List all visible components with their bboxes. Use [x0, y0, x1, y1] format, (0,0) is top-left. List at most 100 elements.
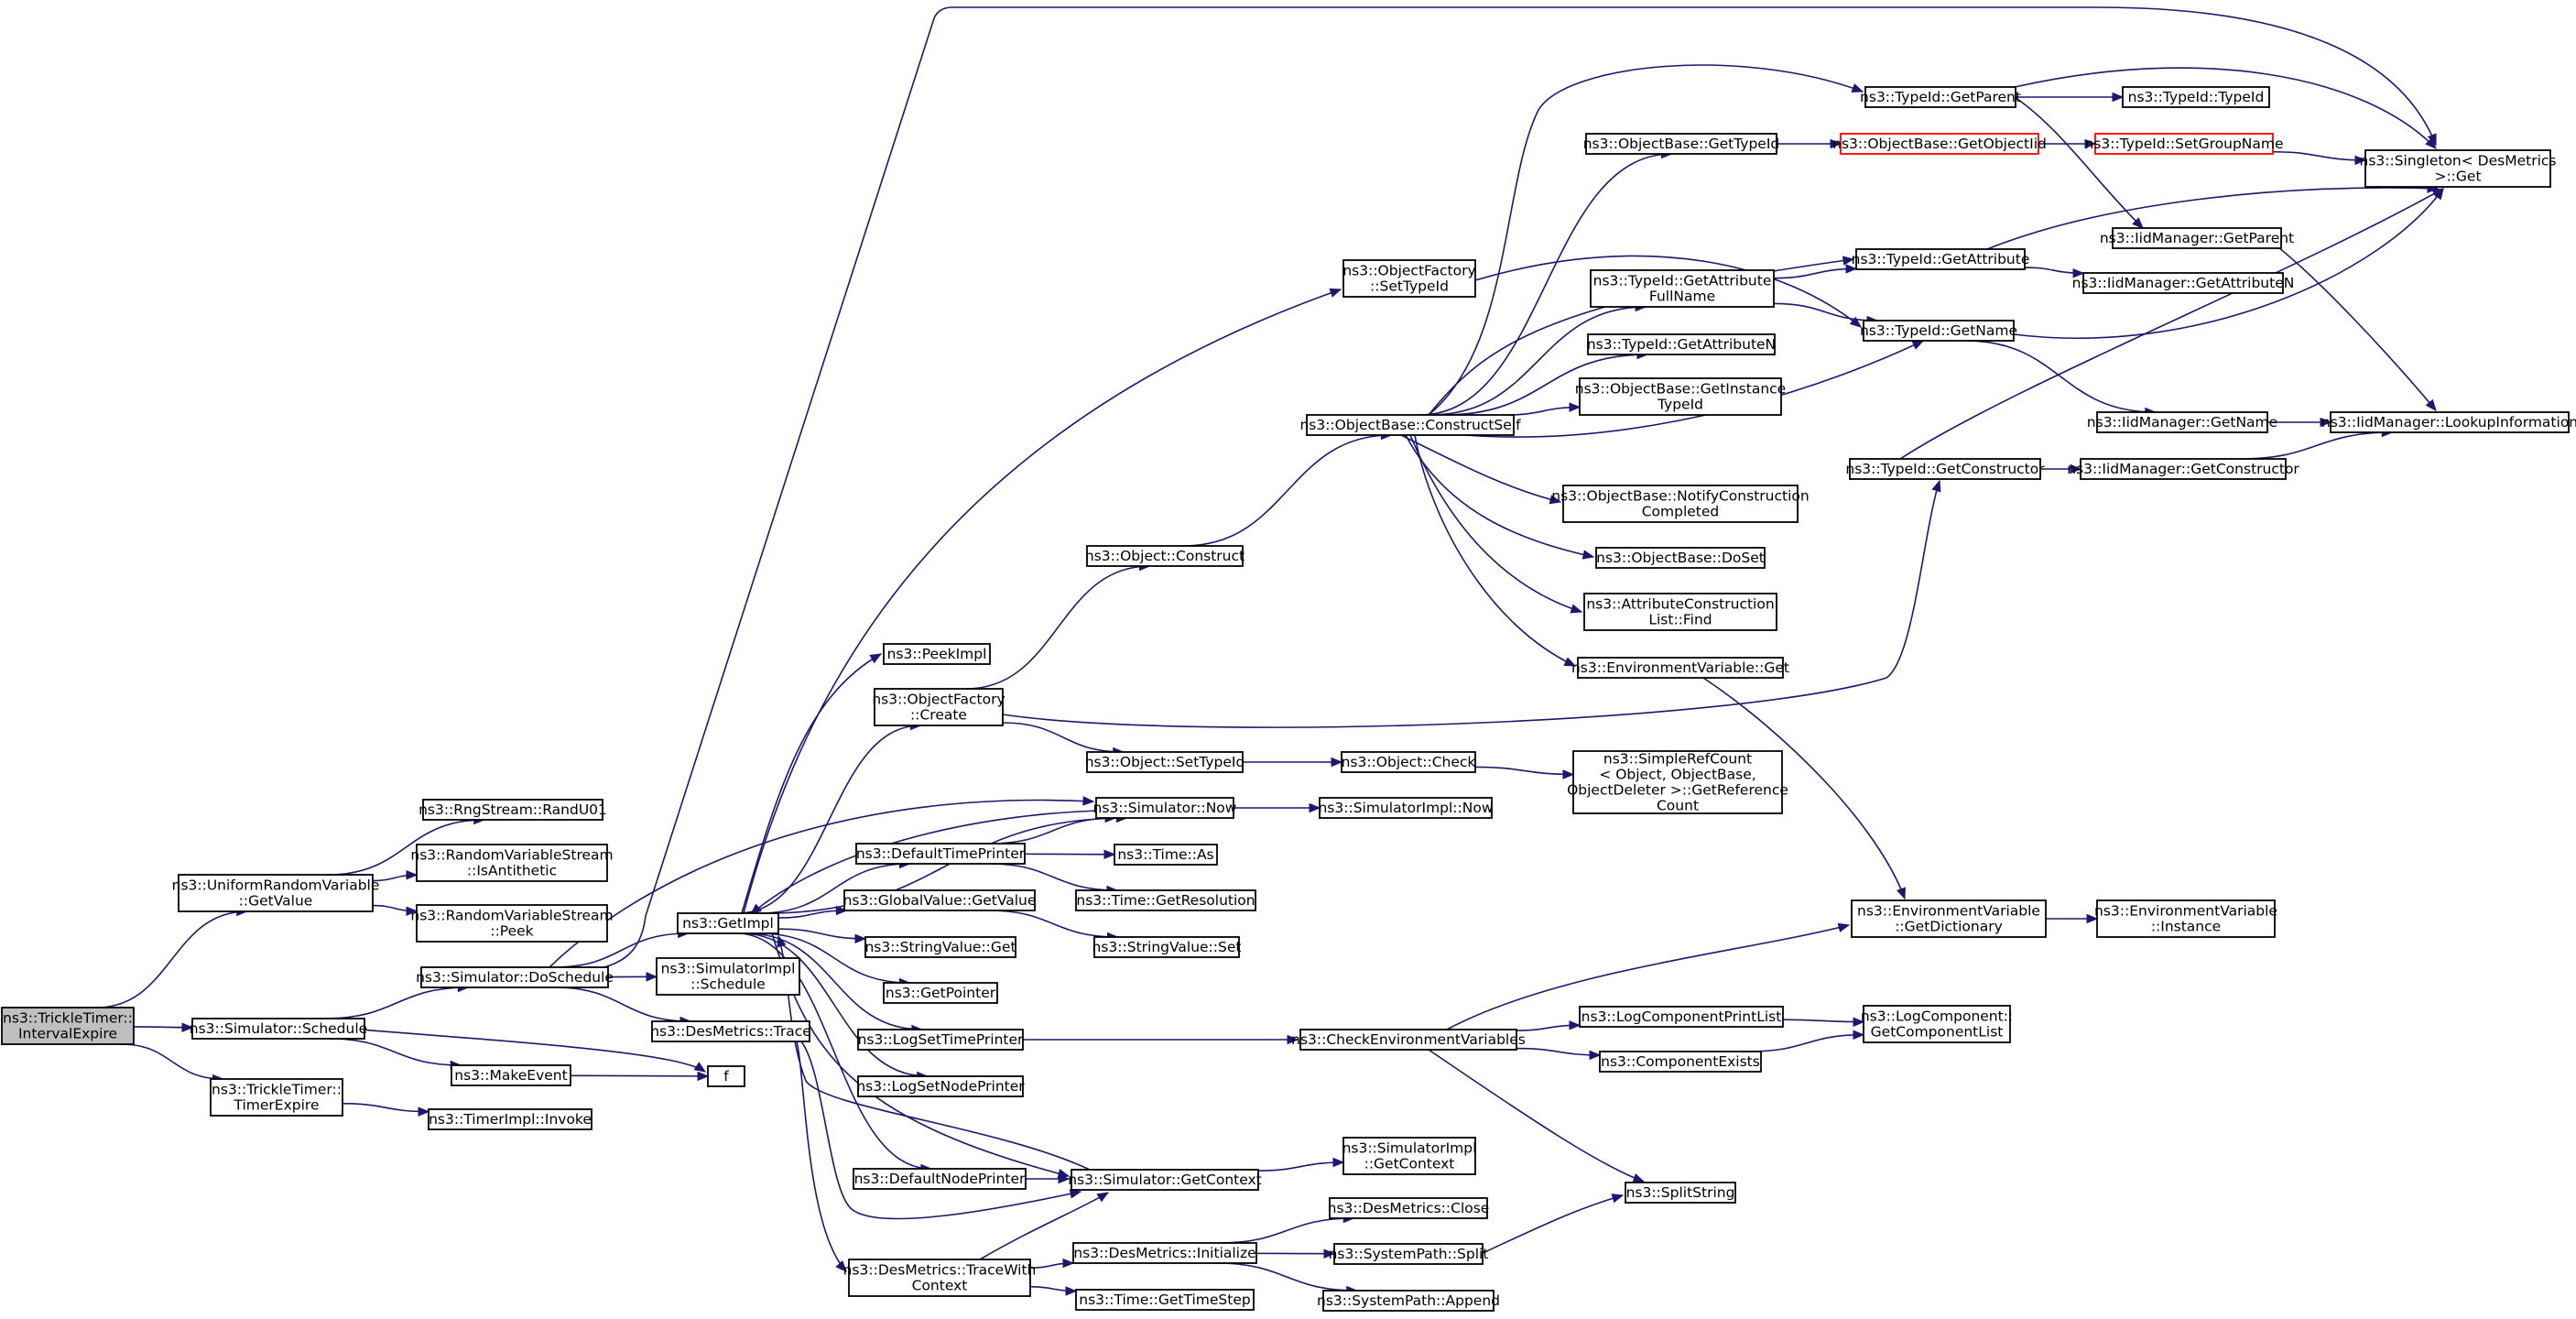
node-box[interactable] [1333, 1243, 1484, 1265]
node-urv-getvalue[interactable]: ns3::UniformRandomVariable::GetValue [172, 874, 380, 912]
node-box[interactable] [1840, 133, 2039, 155]
node-box[interactable] [855, 843, 1026, 865]
node-box[interactable] [1075, 889, 1256, 911]
node-box[interactable] [2082, 272, 2284, 294]
node-typeid-typeid[interactable]: ns3::TypeId::TypeId [2122, 86, 2270, 108]
node-getpointer[interactable]: ns3::GetPointer [883, 982, 998, 1004]
node-makeevent[interactable]: ns3::MakeEvent [451, 1064, 571, 1086]
node-iidmanager-getattributen[interactable]: ns3::IidManager::GetAttributeN [2072, 272, 2295, 294]
node-box[interactable] [420, 966, 609, 988]
node-sim-now[interactable]: ns3::Simulator::Now [1093, 797, 1237, 819]
node-box[interactable] [210, 1078, 343, 1117]
node-singleton-get[interactable]: ns3::Singleton< DesMetrics>::Get [2360, 149, 2557, 188]
node-box[interactable] [1071, 1169, 1259, 1191]
node-box[interactable] [1849, 458, 2041, 480]
node-box[interactable] [1086, 751, 1244, 773]
node-simimpl-schedule[interactable]: ns3::SimulatorImpl::Schedule [656, 957, 800, 996]
node-rvs-peek[interactable]: ns3::RandomVariableStream::Peek [410, 904, 614, 943]
node-logsettimeprinter[interactable]: ns3::LogSetTimePrinter [857, 1029, 1024, 1051]
node-box[interactable] [1585, 133, 1777, 155]
node-box[interactable] [191, 1018, 365, 1040]
node-simimpl-now[interactable]: ns3::SimulatorImpl::Now [1318, 797, 1494, 819]
node-box[interactable] [2096, 411, 2268, 433]
node-box[interactable] [1329, 1197, 1488, 1219]
node-objfactory-create[interactable]: ns3::ObjectFactory::Create [872, 688, 1005, 726]
node-objectbase-notifyconstruction[interactable]: ns3::ObjectBase::NotifyConstructionCompl… [1551, 485, 1810, 523]
node-box[interactable] [1572, 750, 1783, 814]
node-envvar-instance[interactable]: ns3::EnvironmentVariable::Instance [2094, 899, 2277, 938]
node-box[interactable] [1342, 259, 1476, 298]
node-envvar-getdictionary[interactable]: ns3::EnvironmentVariable::GetDictionary [1851, 899, 2047, 938]
node-box[interactable] [1086, 545, 1244, 567]
node-sim-getcontext[interactable]: ns3::Simulator::GetContext [1068, 1169, 1262, 1191]
node-box[interactable] [1093, 936, 1240, 958]
node-envvar-get[interactable]: ns3::EnvironmentVariable::Get [1571, 657, 1789, 679]
node-systempath-append[interactable]: ns3::SystemPath::Append [1317, 1290, 1500, 1312]
node-box[interactable] [1579, 1006, 1784, 1028]
node-iidmanager-lookupinformation[interactable]: ns3::IidManager::LookupInformation [2321, 411, 2576, 433]
node-box[interactable] [1341, 751, 1476, 773]
node-logsetnodeprinter[interactable]: ns3::LogSetNodePrinter [856, 1075, 1025, 1097]
node-objectbase-doset[interactable]: ns3::ObjectBase::DoSet [1595, 547, 1766, 569]
node-typeid-getattributen[interactable]: ns3::TypeId::GetAttributeN [1587, 333, 1776, 355]
node-splitstring[interactable]: ns3::SplitString [1625, 1182, 1736, 1204]
node-sim-doschedule[interactable]: ns3::Simulator::DoSchedule [416, 966, 614, 988]
node-box[interactable] [1595, 547, 1766, 569]
node-box[interactable] [1577, 657, 1784, 679]
node-box[interactable] [883, 982, 998, 1004]
node-objectbase-constructself[interactable]: ns3::ObjectBase::ConstructSelf [1299, 414, 1521, 436]
node-box[interactable] [1864, 86, 2016, 108]
node-sim-schedule[interactable]: ns3::Simulator::Schedule [190, 1018, 367, 1040]
node-iidmanager-getparent[interactable]: ns3::IidManager::GetParent [2100, 227, 2294, 249]
node-simplerefcount[interactable]: ns3::SimpleRefCount< Object, ObjectBase,… [1567, 750, 1788, 814]
node-logcomponentprintlist[interactable]: ns3::LogComponentPrintList [1579, 1006, 1784, 1028]
node-iidmanager-getname[interactable]: ns3::IidManager::GetName [2087, 411, 2277, 433]
node-object-construct[interactable]: ns3::Object::Construct [1085, 545, 1245, 567]
node-timerimpl-invoke[interactable]: ns3::TimerImpl::Invoke [428, 1108, 592, 1130]
node-checkenvvars[interactable]: ns3::CheckEnvironmentVariables [1291, 1029, 1526, 1051]
node-box[interactable] [422, 799, 603, 821]
node-box[interactable] [857, 1075, 1024, 1097]
node-globalvalue-getvalue[interactable]: ns3::GlobalValue::GetValue [843, 889, 1037, 911]
node-time-gettimestep[interactable]: ns3::Time::GetTimeStep [1075, 1289, 1255, 1311]
node-objectbase-gettypeid[interactable]: ns3::ObjectBase::GetTypeId [1583, 133, 1780, 155]
node-box[interactable] [1863, 1005, 2011, 1043]
node-box[interactable] [416, 844, 608, 882]
node-box[interactable] [1863, 320, 2015, 342]
node-box[interactable] [1590, 269, 1775, 308]
node-box[interactable] [1075, 1289, 1255, 1311]
node-time-getresolution[interactable]: ns3::Time::GetResolution [1075, 889, 1256, 911]
node-box[interactable] [2080, 458, 2287, 480]
node-box[interactable] [1599, 1051, 1762, 1073]
node-defaulttimeprinter[interactable]: ns3::DefaultTimePrinter [855, 843, 1026, 865]
node-box[interactable] [178, 874, 374, 912]
node-box[interactable] [1319, 797, 1493, 819]
node-box[interactable] [1855, 248, 2026, 270]
node-box[interactable] [1587, 333, 1776, 355]
node-desmetrics-trace[interactable]: ns3::DesMetrics::Trace [650, 1020, 811, 1042]
node-typeid-getattribute[interactable]: ns3::TypeId::GetAttribute [1852, 248, 2030, 270]
node-rng-randu01[interactable]: ns3::RngStream::RandU01 [418, 799, 607, 821]
node-box[interactable] [2112, 227, 2282, 249]
node-desmetrics-initialize[interactable]: ns3::DesMetrics::Initialize [1072, 1242, 1257, 1264]
node-box[interactable] [651, 1020, 810, 1042]
node-box[interactable] [1, 1007, 135, 1045]
node-peekimpl[interactable]: ns3::PeekImpl [883, 643, 991, 665]
node-root[interactable]: ns3::TrickleTimer::IntervalExpire [1, 1007, 135, 1045]
node-tt-timerexpire[interactable]: ns3::TrickleTimer::TimerExpire [210, 1078, 343, 1117]
node-box[interactable] [1562, 485, 1799, 523]
node-typeid-getconstructor[interactable]: ns3::TypeId::GetConstructor [1845, 458, 2045, 480]
node-box[interactable] [2364, 149, 2551, 188]
node-box[interactable] [2330, 411, 2570, 433]
node-object-settypeid[interactable]: ns3::Object::SetTypeId [1085, 751, 1245, 773]
node-typeid-getparent[interactable]: ns3::TypeId::GetParent [1860, 86, 2021, 108]
node-box[interactable] [1851, 899, 2047, 938]
node-box[interactable] [2094, 133, 2274, 155]
node-box[interactable] [1095, 797, 1234, 819]
node-box[interactable] [857, 1029, 1024, 1051]
node-box[interactable] [1342, 1137, 1476, 1175]
